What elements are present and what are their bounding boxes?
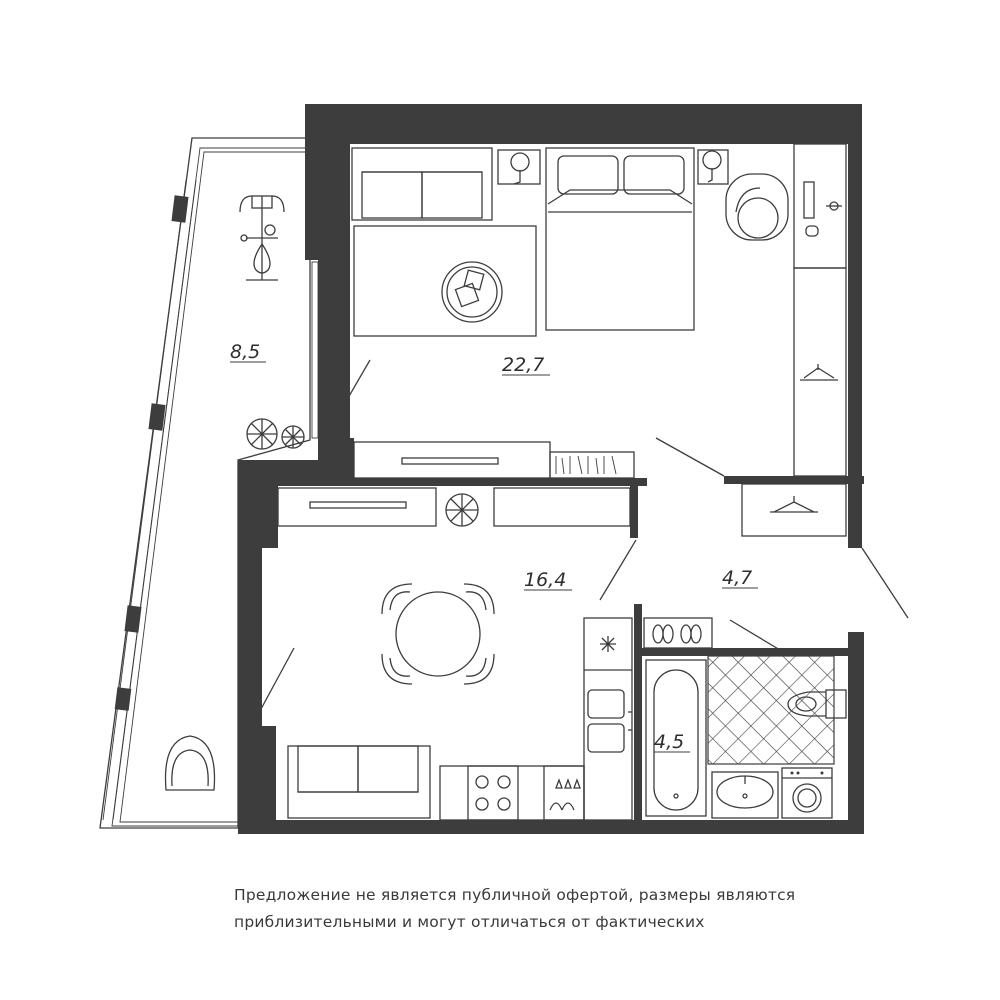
balcony-area-label: 8,5 [230, 341, 260, 363]
lamp-icon [497, 149, 729, 185]
exterior-walls [238, 104, 864, 834]
sofa-icon [351, 147, 493, 221]
wardrobe-icon [793, 267, 847, 477]
bedroom-area-label: 22,7 [502, 354, 544, 376]
kitchen-counter-icon [439, 617, 633, 821]
hallway-furniture [643, 483, 847, 649]
armchair-icon [725, 173, 789, 241]
tv-console-icon [353, 441, 635, 479]
washing-machine-icon [781, 767, 833, 819]
disclaimer: Предложение не является публичной оферто… [234, 882, 874, 936]
disclaimer-line-2: приблизительными и могут отличаться от ф… [234, 913, 705, 931]
disclaimer-line-1: Предложение не является публичной оферто… [234, 886, 796, 904]
plant-icon [445, 493, 479, 527]
desk-icon [793, 143, 847, 269]
stove-icon [467, 765, 519, 821]
tile-floor [707, 655, 835, 765]
kitchen-area-label: 16,4 [524, 569, 566, 591]
doors [253, 359, 909, 723]
sink-icon [711, 771, 779, 819]
shoe-rack-icon [643, 617, 713, 649]
floor-plan: 8,5 22,7 16,4 4,7 4,5 [99, 104, 909, 834]
bathtub-icon [645, 659, 707, 817]
kitchen-furniture [277, 487, 633, 821]
bedroom-furniture [351, 143, 847, 479]
bathroom-area-label: 4,5 [654, 731, 684, 753]
bed-icon [545, 147, 695, 331]
hallway-area-label: 4,7 [722, 567, 752, 589]
dishwasher-icon [543, 765, 585, 821]
toilet-icon [787, 689, 847, 719]
cabinet-icon [277, 487, 437, 527]
dining-table-icon [381, 583, 495, 685]
plant-icon [246, 418, 305, 450]
wardrobe-icon [741, 483, 847, 537]
coffee-table-icon [441, 261, 503, 323]
windows [243, 261, 325, 727]
bathroom-fixtures [645, 655, 847, 819]
sofa-icon [287, 745, 431, 819]
armchair-icon [164, 735, 216, 791]
balcony-furniture [164, 195, 305, 791]
